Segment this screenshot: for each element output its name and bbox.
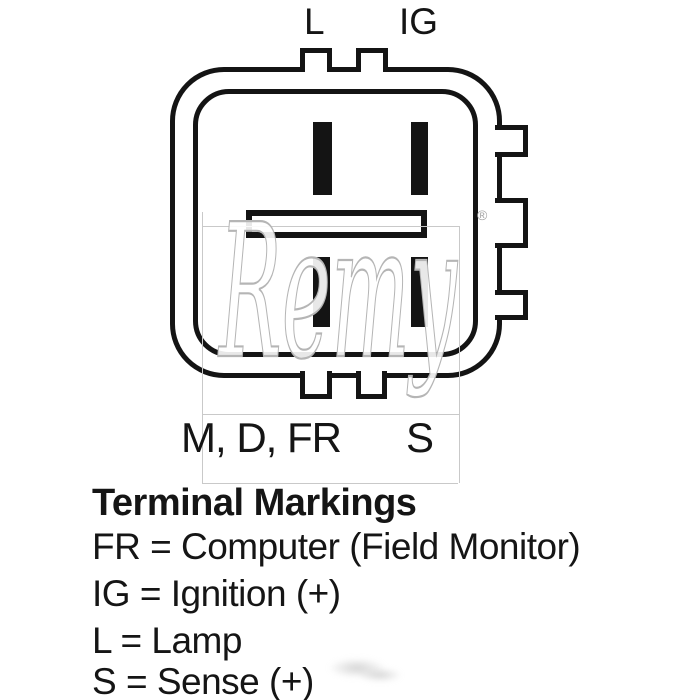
watermark-frame-bottom <box>202 483 458 484</box>
watermark-frame-divider <box>202 414 459 415</box>
connector-right-tab-1 <box>495 125 528 157</box>
connector-right-tab-2 <box>495 198 528 248</box>
registered-trademark-icon: ® <box>477 207 488 223</box>
terminal-pin-upper-left <box>313 122 332 195</box>
connector-top-tab-left <box>300 48 332 72</box>
watermark-frame-top <box>202 226 459 227</box>
print-smudge <box>358 668 402 682</box>
connector-bottom-tab-right <box>356 371 387 399</box>
terminal-label-ig: IG <box>399 1 439 42</box>
connector-key-slot <box>246 210 427 238</box>
connector-top-tab-right <box>356 48 388 72</box>
terminal-pin-lower-left <box>313 257 330 327</box>
legend-entry-ig: IG = Ignition (+) <box>92 573 341 614</box>
watermark-frame-right <box>459 226 460 483</box>
terminal-pin-upper-right <box>411 122 428 195</box>
legend-entry-s: S = Sense (+) <box>92 661 314 700</box>
terminal-pin-lower-right <box>411 257 428 327</box>
legend-entry-l: L = Lamp <box>92 620 242 661</box>
connector-inner-body <box>193 89 478 357</box>
terminal-label-s: S <box>406 414 434 461</box>
connector-right-tab-3 <box>495 290 528 320</box>
legend-entry-fr: FR = Computer (Field Monitor) <box>92 526 581 567</box>
legend-title: Terminal Markings <box>92 482 417 524</box>
connector-bottom-tab-left <box>300 371 332 399</box>
terminal-label-m-d-fr: M, D, FR <box>181 414 342 461</box>
terminal-label-l: L <box>304 1 325 42</box>
watermark-frame-left <box>202 212 203 483</box>
